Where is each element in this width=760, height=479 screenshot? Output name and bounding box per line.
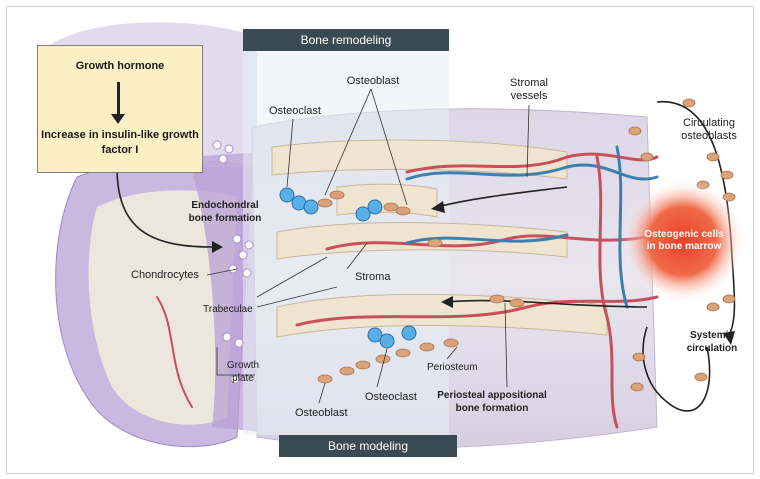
label-osteoblast-top: Osteoblast <box>341 75 405 88</box>
igf-label: Increase in insulin-like growth factor I <box>38 128 202 158</box>
label-circulating-osteoblasts: Circulating osteoblasts <box>671 117 747 143</box>
bone-remodeling-banner: Bone remodeling <box>243 29 449 51</box>
label-osteoclast-bottom: Osteoclast <box>365 391 417 404</box>
label-osteogenic-cells: Osteogenic cells in bone marrow <box>641 229 727 253</box>
bone-modeling-banner: Bone modeling <box>279 435 457 457</box>
growth-hormone-label: Growth hormone <box>38 60 202 72</box>
label-periosteal: Periosteal appositional bone formation <box>427 389 557 415</box>
label-osteoblast-bottom: Osteoblast <box>295 407 348 420</box>
down-arrow-icon <box>117 82 120 118</box>
label-chondrocytes: Chondrocytes <box>131 269 199 282</box>
label-systemic-circulation: Systemic circulation <box>677 329 747 355</box>
label-growth-plate: Growth plate <box>221 359 265 385</box>
label-trabeculae: Trabeculae <box>203 303 253 316</box>
label-periosteum: Periosteum <box>427 361 478 374</box>
label-stromal-vessels: Stromal vessels <box>497 77 561 103</box>
figure-frame: Growth hormone Increase in insulin-like … <box>6 6 754 474</box>
label-endochondral: Endochondral bone formation <box>185 199 265 225</box>
label-osteoclast-top: Osteoclast <box>263 105 327 118</box>
hormone-box: Growth hormone Increase in insulin-like … <box>37 45 203 173</box>
down-arrowhead-icon <box>111 114 125 124</box>
label-stroma: Stroma <box>355 271 390 284</box>
